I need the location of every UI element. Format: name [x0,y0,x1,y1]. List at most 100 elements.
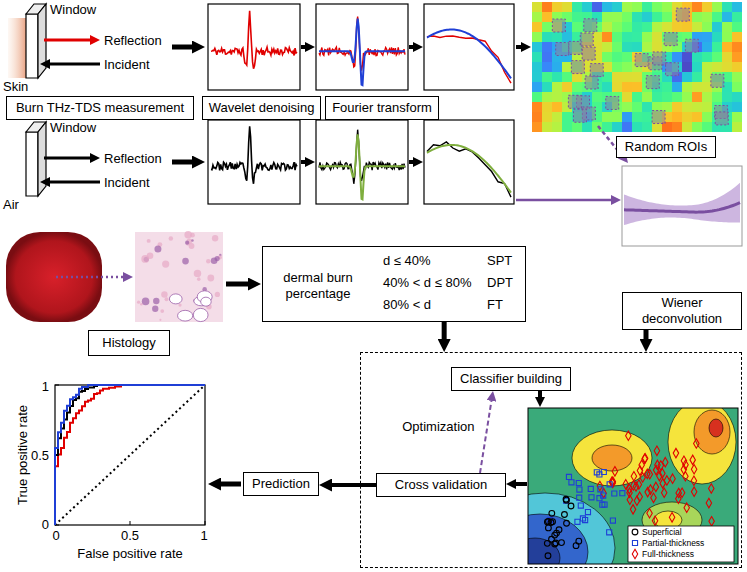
criteria-text: 80% < d [383,297,431,313]
step-box: Prediction [243,472,319,496]
heatmap-cell [532,122,542,132]
heatmap-cell [672,92,682,102]
flow-arrow [172,160,192,165]
heatmap-cell [532,22,542,32]
tick-label: 1 [200,528,207,543]
partial-thickness-point [601,469,606,474]
heatmap-cell [732,32,742,42]
flow-arrow [172,45,192,50]
full-thickness-point [654,446,659,455]
roc-curve [55,385,205,525]
plot-frame [528,408,738,564]
full-thickness-point [631,471,636,480]
plot-frame [622,166,742,246]
legend-symbol [632,549,637,558]
heatmap-cell [682,52,692,62]
heatmap-cell [662,12,672,22]
step-label: Wavelet denoising [209,100,315,116]
heatmap-cell [622,42,632,52]
heatmap-cell [632,122,642,132]
full-thickness-point [670,474,675,483]
partial-thickness-point [566,474,571,479]
roi-square [580,33,593,46]
step-label: Random ROIs [625,139,707,155]
step-box: Classifier building [451,367,571,391]
heatmap-cell [552,92,562,102]
heatmap-cell [692,82,702,92]
contour-region [592,445,632,471]
superficial-point [545,553,551,559]
heatmap-cell [592,122,602,132]
step-box: Random ROIs [616,136,716,158]
partial-thickness-point [564,498,569,503]
incident-arrow [50,181,100,184]
heatmap-cell [622,2,632,12]
heatmap-cell [662,102,672,112]
tick-label: 0 [52,528,59,543]
step-box: Histology [88,330,170,356]
roi-square [664,33,677,46]
contour-region [528,538,560,564]
heatmap-cell [712,52,722,62]
full-thickness-point [691,487,696,496]
edge-label: Optimization [402,419,474,434]
heatmap-cell [532,72,542,82]
heatmap-cell [572,122,582,132]
heatmap-cell [732,62,742,72]
part-label: Air [3,197,19,212]
heatmap-cell [602,12,612,22]
partial-thickness-point [578,503,583,508]
heatmap-cell [562,72,572,82]
heatmap-cell [542,42,552,52]
partial-thickness-point [575,519,580,524]
tissue-dot [162,260,169,267]
heatmap-cell [722,2,732,12]
step-box: Fourier transform [325,96,439,120]
heatmap-cell [732,92,742,102]
partial-thickness-point [580,516,585,521]
heatmap-cell [622,122,632,132]
heatmap-cell [632,82,642,92]
heatmap-cell [722,52,732,62]
partial-thickness-point [577,487,582,492]
heatmap-cell [692,112,702,122]
full-thickness-point [612,467,617,476]
partial-thickness-point [607,482,612,487]
heatmap-cell [612,2,622,12]
full-thickness-point [694,439,699,448]
heatmap-cell [692,72,702,82]
heatmap-cell [652,32,662,42]
confidence-band [624,183,740,225]
heatmap-cell [602,2,612,12]
heatmap-cell [702,2,712,12]
tissue-dot [197,277,201,281]
heatmap-cell [662,92,672,102]
heatmap-cell [542,12,552,22]
heatmap-cell [602,112,612,122]
heatmap-cell [532,2,542,12]
reference-arrow [516,199,611,202]
contour-region [528,493,615,564]
superficial-point [562,512,568,518]
heatmap-cell [672,112,682,122]
tissue-dot [154,246,161,253]
heatmap-cell [692,122,702,132]
tissue-dot [140,303,143,306]
tissue-dot [194,270,201,277]
heatmap-cell [532,42,542,52]
superficial-point [556,527,562,533]
heatmap-cell [732,112,742,122]
full-thickness-point [691,464,696,473]
heatmap-cell [732,102,742,112]
plot-frame [316,120,408,204]
heatmap-cell [722,42,732,52]
signal-label: Reflection [104,151,162,166]
heatmap-cell [642,92,652,102]
chance-line [55,385,205,525]
heatmap-cell [622,102,632,112]
heatmap-cell [532,92,542,102]
heatmap-cell [532,112,542,122]
partial-thickness-point [577,495,582,500]
heatmap-cell [732,2,742,12]
full-thickness-point [653,482,658,491]
